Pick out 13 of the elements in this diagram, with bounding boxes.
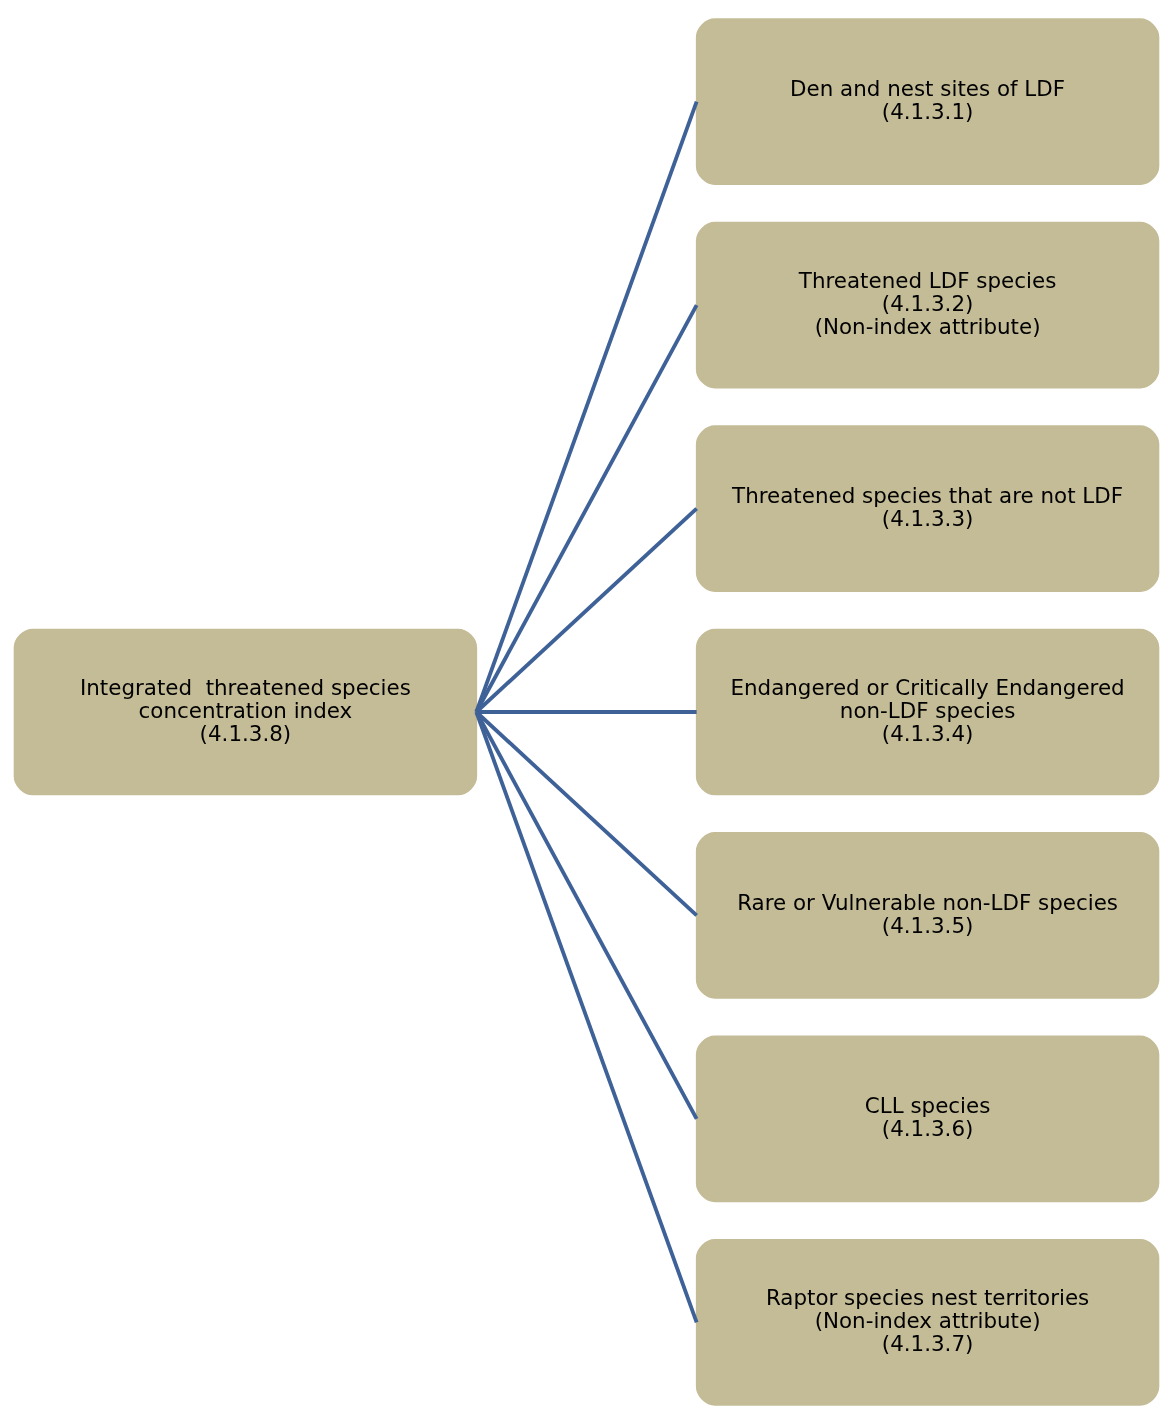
connector: [474, 710, 699, 1120]
node-box: CLL species (4.1.3.6): [695, 1035, 1160, 1202]
node-box: Endangered or Critically Endangered non-LDF species (4.1.3.4): [695, 628, 1160, 795]
node-box: Threatened LDF species (4.1.3.2) (Non-index attribute): [695, 221, 1160, 388]
connector: [476, 709, 697, 714]
connector: [474, 100, 699, 713]
node-box: Threatened species that are not LDF (4.1.3.3): [695, 424, 1160, 592]
node-box: Raptor species nest territories (Non-index attribute) (4.1.3.7): [695, 1238, 1160, 1406]
connector: [474, 303, 699, 713]
node-box: Den and nest sites of LDF (4.1.3.1): [695, 17, 1160, 185]
node-box: Integrated threatened species concentration index (4.1.3.8): [13, 628, 478, 795]
connector: [474, 710, 699, 1323]
node-box: Rare or Vulnerable non-LDF species (4.1.3.5): [695, 831, 1160, 999]
